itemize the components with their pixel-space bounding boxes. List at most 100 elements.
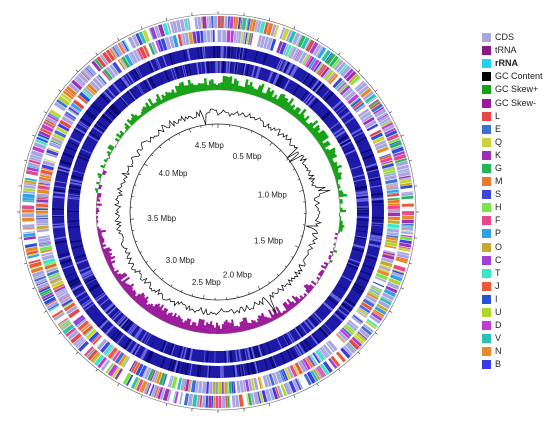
cds-gene [356, 194, 369, 198]
cds-gene [321, 325, 331, 336]
gc-skew-bar [160, 308, 169, 321]
cog-stripe [387, 212, 400, 217]
cog-stripe [389, 140, 401, 146]
cog-stripe [102, 51, 113, 64]
cog-stripe [351, 336, 363, 347]
cog-reverse-strand-ring [36, 30, 400, 394]
major-tick [144, 163, 148, 167]
cog-stripe [212, 30, 215, 43]
gc-skew-bar [108, 156, 111, 159]
cog-stripe [381, 257, 394, 264]
gc-skew-bar [249, 322, 254, 330]
cog-stripe [70, 332, 82, 344]
cog-stripe [305, 39, 315, 52]
cog-stripe [155, 371, 163, 384]
cds-gene [93, 291, 105, 299]
cog-stripe [85, 67, 95, 77]
cds-gene [128, 90, 136, 101]
gc-skew-bar [115, 133, 122, 139]
cog-stripe [382, 124, 395, 133]
gc-skew-bar [244, 317, 250, 331]
cog-stripe [36, 217, 49, 220]
cog-stripe [383, 172, 397, 177]
cog-stripe [62, 300, 74, 309]
cds-gene [129, 324, 138, 336]
legend-swatch [482, 281, 491, 291]
outer-tick [140, 26, 143, 30]
cog-stripe [26, 252, 39, 257]
legend-swatch [482, 85, 491, 95]
cog-stripe [36, 215, 49, 217]
cog-stripe [139, 380, 148, 394]
gc-skew-bar [188, 324, 192, 331]
cog-stripe [386, 185, 399, 191]
gc-skew-bar [98, 186, 102, 190]
gc-skew-bar [316, 276, 321, 281]
cds-gene [300, 90, 309, 101]
cog-stripe [112, 61, 123, 74]
cds-gene [57, 166, 70, 172]
gc-skew-bar [96, 197, 99, 200]
cog-stripe [208, 395, 212, 408]
cds-gene [327, 296, 338, 306]
cog-stripe [30, 265, 43, 270]
minor-tick [237, 295, 239, 298]
cds-gene [103, 90, 113, 101]
cds-gene [149, 60, 156, 72]
gc-skew-bar [299, 117, 306, 123]
gc-skew-bar [144, 106, 150, 113]
cog-stripe [345, 343, 356, 354]
cog-stripe [333, 59, 344, 71]
gc-skew-bar [97, 229, 106, 234]
cog-stripe [22, 213, 35, 218]
cds-gene [78, 152, 91, 159]
cog-stripe [288, 46, 295, 58]
cog-stripe [340, 65, 352, 77]
cog-stripe [151, 370, 159, 383]
cog-stripe [156, 386, 161, 399]
cog-stripe [69, 105, 81, 114]
cds-gene [352, 244, 365, 249]
cog-stripe [216, 381, 218, 394]
gc-skew-bar [338, 192, 344, 196]
cog-stripe [22, 224, 35, 229]
cog-stripe [167, 375, 172, 388]
cog-stripe [154, 25, 162, 39]
cds-gene [318, 327, 329, 338]
gc-skew-bar [267, 309, 276, 321]
cog-stripe [358, 328, 370, 339]
cog-stripe [335, 79, 345, 90]
cds-gene [225, 61, 229, 74]
gc-skew-bar [260, 312, 268, 325]
cog-stripe [369, 129, 382, 138]
gc-skew-bar [97, 228, 101, 232]
cog-stripe [196, 30, 201, 44]
cog-stripe [271, 387, 279, 400]
cog-stripe [289, 364, 298, 378]
cds-gene [69, 239, 83, 244]
cds-gene [303, 320, 313, 332]
cog-stripe [316, 367, 324, 378]
cog-stripe [376, 269, 390, 277]
gc-skew-bar [289, 108, 295, 115]
outer-tick [117, 383, 120, 387]
cds-gene [254, 361, 259, 374]
cds-gene [84, 302, 95, 312]
cds-gene [56, 171, 69, 175]
cds-gene [312, 313, 322, 323]
cog-stripe [149, 26, 158, 40]
gc-skew-bar [96, 220, 99, 223]
cog-stripe [350, 75, 361, 86]
cog-stripe [356, 310, 367, 319]
gc-skew-bar [339, 216, 342, 219]
cog-stripe [401, 226, 414, 231]
gc-skew-bar [184, 318, 190, 330]
gc-skew-bar [142, 303, 148, 310]
cog-stripe [117, 59, 126, 71]
position-scale-ring [129, 123, 307, 301]
cog-stripe [26, 166, 39, 173]
cds-gene [368, 243, 381, 248]
cds-gene [219, 61, 222, 74]
cog-stripe [77, 72, 89, 84]
cog-stripe [392, 268, 405, 274]
